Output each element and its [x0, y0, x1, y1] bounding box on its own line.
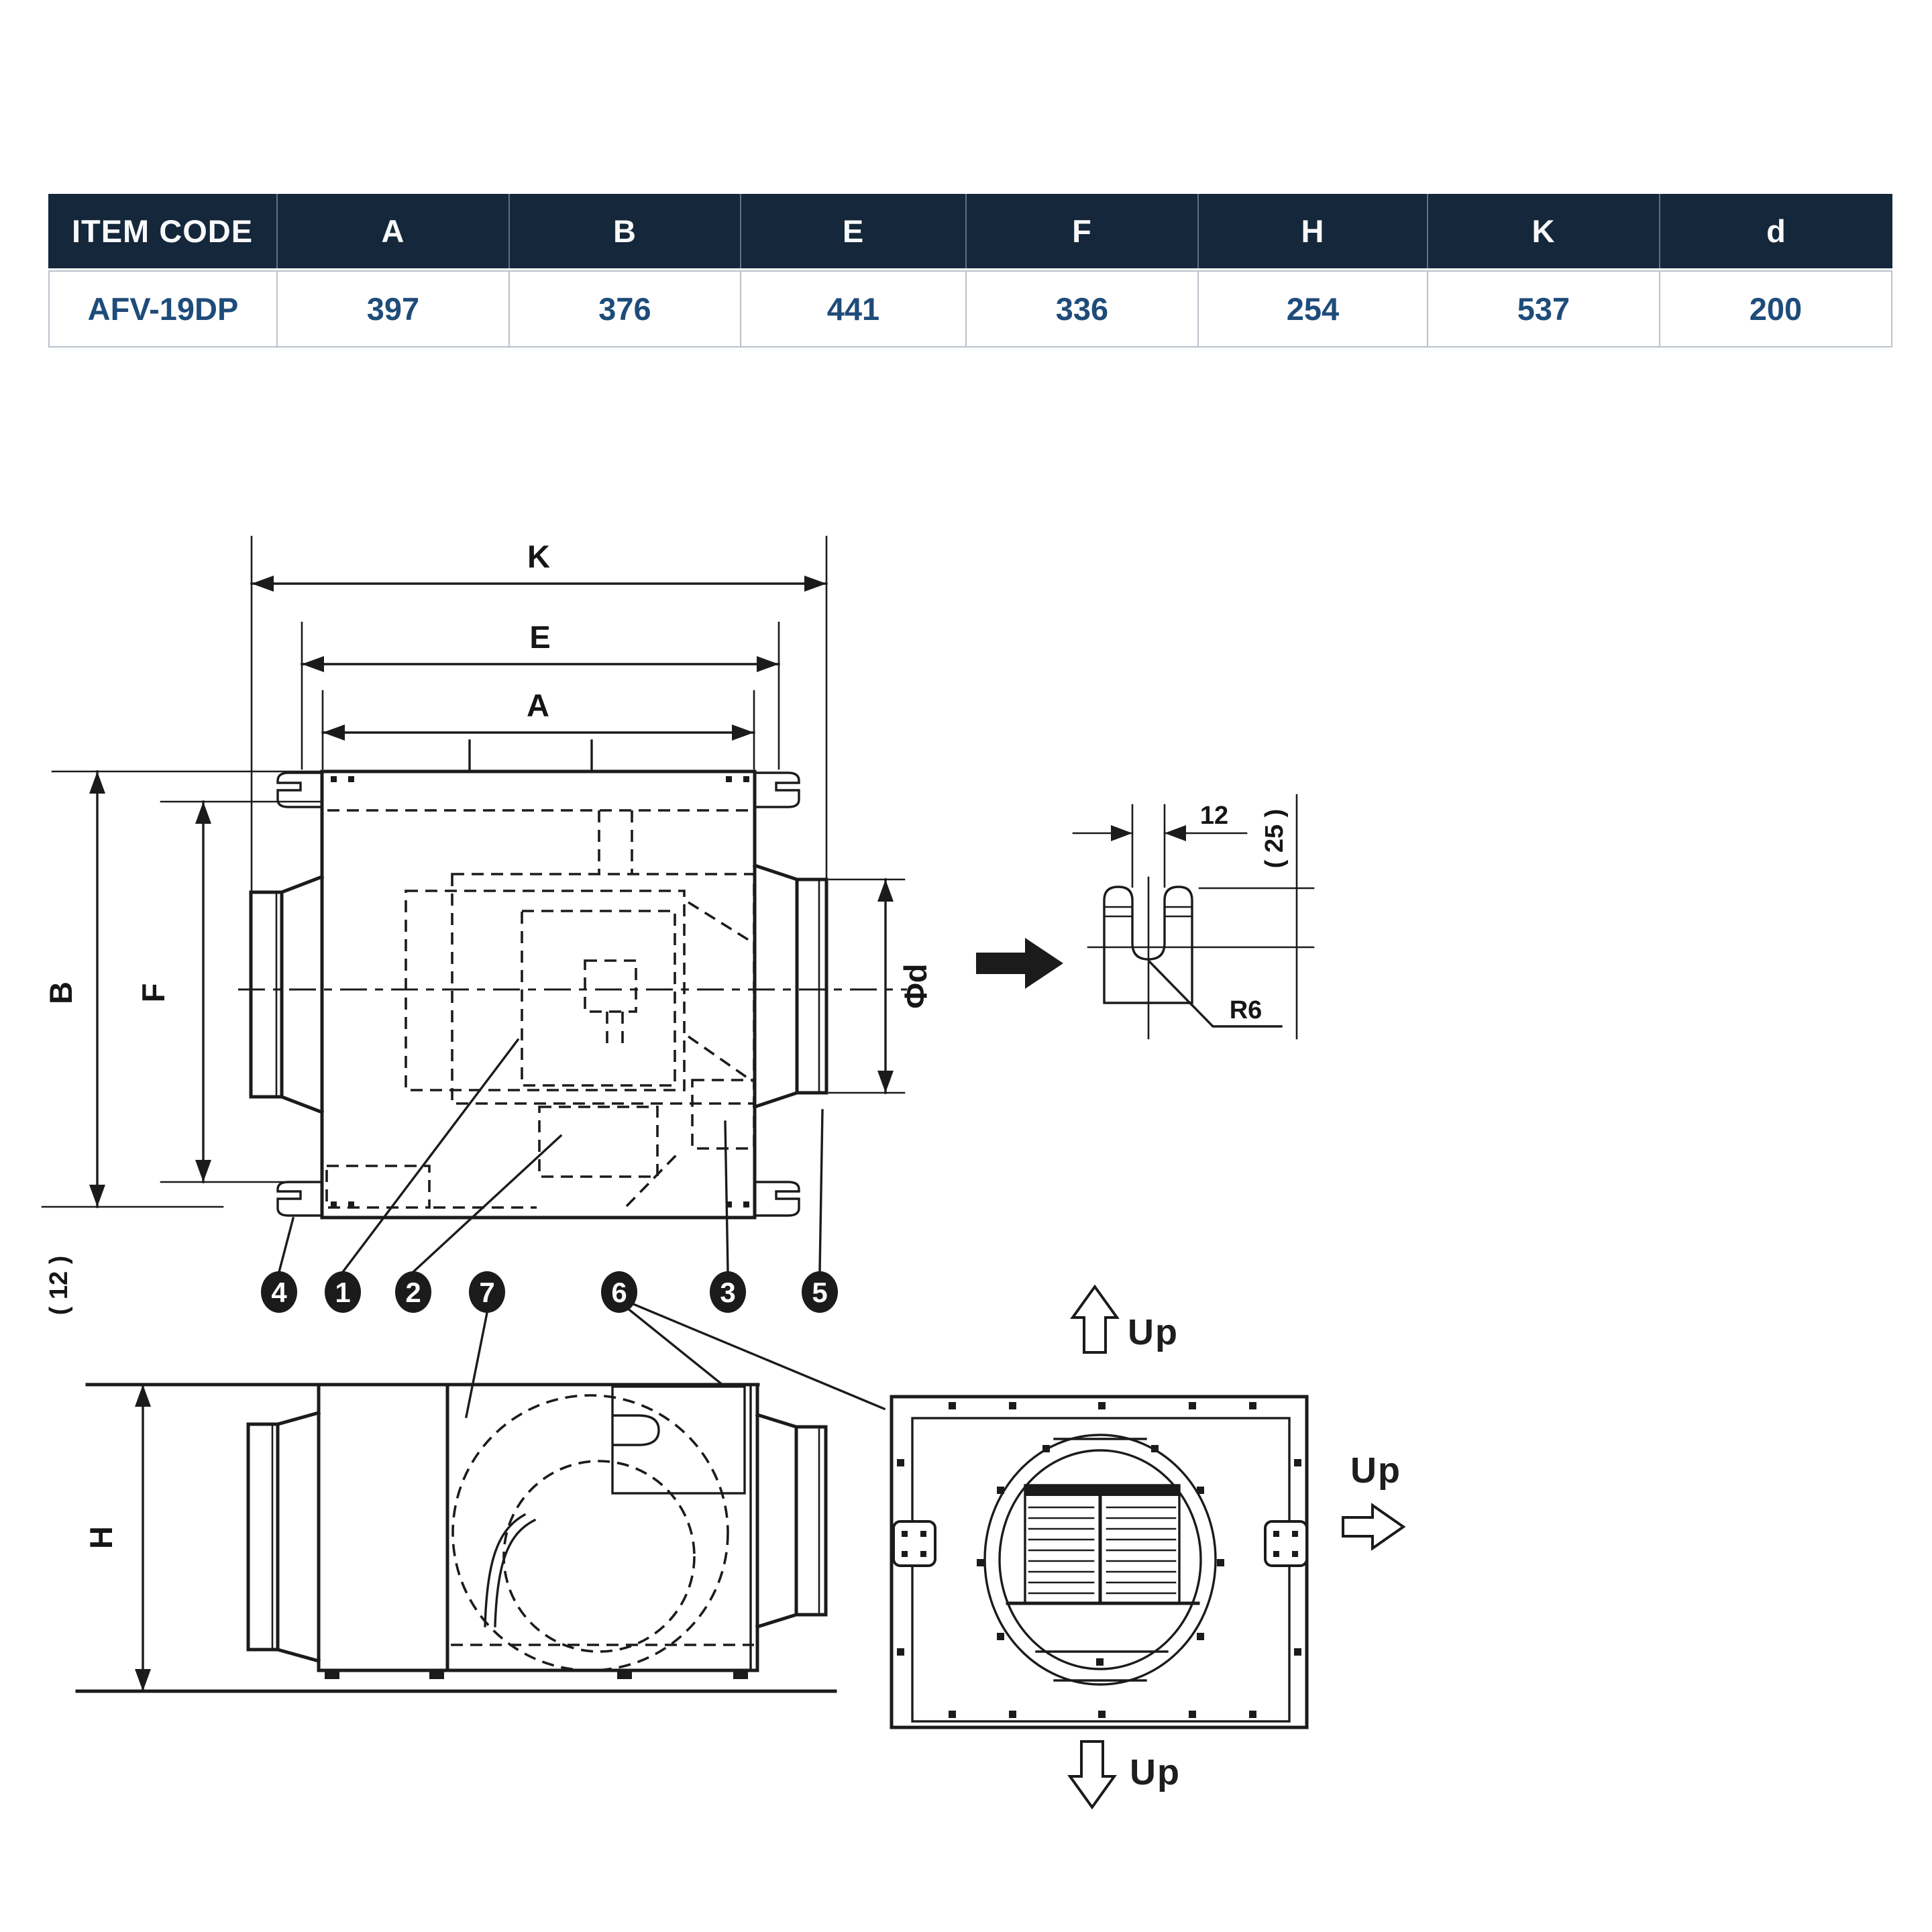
cell-d: 200	[1660, 270, 1892, 347]
up-arrow-right-icon	[1342, 1503, 1406, 1551]
up-arrow-bottom-icon	[1067, 1740, 1117, 1810]
detail-view: 12 ( 25 ) R6	[1072, 794, 1315, 1040]
dim-label-k: K	[527, 539, 550, 574]
col-header-k: K	[1428, 194, 1660, 268]
svg-text:3: 3	[720, 1277, 735, 1308]
motor-box	[611, 1385, 746, 1495]
motor-shaft-cutout	[612, 1414, 660, 1446]
front-view	[238, 739, 907, 1220]
callout-4: 4	[261, 1216, 297, 1313]
detail-dim-25: ( 25 )	[1260, 794, 1298, 1040]
dim-label-e: E	[529, 619, 550, 655]
spec-table-data-row: AFV-19DP 397 376 441 336 254 537 200	[48, 270, 1892, 347]
cell-b: 376	[510, 270, 741, 347]
inlet-ring-outer	[983, 1434, 1217, 1686]
louver-grille	[1006, 1484, 1200, 1653]
dim-phi-d: Φd	[828, 878, 933, 1094]
dim-label-b: B	[43, 981, 78, 1004]
dim-label-h: H	[83, 1526, 119, 1549]
callout-6: 6	[601, 1271, 886, 1411]
up-label-bottom: Up	[1130, 1752, 1181, 1792]
callout-5: 5	[802, 1109, 838, 1313]
hook-bottom-left	[276, 1181, 323, 1217]
feet	[325, 1670, 748, 1679]
col-header-f: F	[967, 194, 1199, 268]
svg-text:6: 6	[611, 1277, 627, 1308]
rear-view	[890, 1395, 1309, 1729]
dim-k: K	[250, 535, 828, 894]
svg-text:1: 1	[335, 1277, 350, 1308]
dim-a: A	[321, 688, 755, 770]
screw-dots	[897, 1402, 1301, 1718]
dim-label-ref-12: ( 12 )	[45, 1256, 73, 1316]
dim-label-phi-d: Φd	[898, 963, 933, 1008]
cell-k: 537	[1428, 270, 1660, 347]
callout-1: 1	[325, 1038, 520, 1313]
hook-top-left	[276, 771, 323, 808]
col-header-e: E	[741, 194, 967, 268]
spec-table-header-row: ITEM CODE A B E F H K d	[48, 194, 1892, 268]
col-header-h: H	[1199, 194, 1428, 268]
svg-text:2: 2	[405, 1277, 421, 1308]
col-header-a: A	[278, 194, 510, 268]
detail-label-r6: R6	[1230, 996, 1263, 1024]
cell-e: 441	[741, 270, 967, 347]
callout-3: 3	[710, 1120, 746, 1313]
cell-h: 254	[1199, 270, 1428, 347]
scroll-tongue	[484, 1513, 537, 1627]
detail-radius-r6: R6	[1148, 960, 1283, 1028]
inlet-collar-left	[249, 874, 325, 1115]
dim-e: E	[301, 619, 780, 770]
dim-h: H	[83, 1383, 151, 1693]
top-hanger-tabs	[468, 739, 593, 773]
fan-scroll-hidden	[451, 1394, 729, 1669]
callout-7: 7	[464, 1271, 505, 1419]
detail-label-12: 12	[1200, 802, 1228, 830]
zoom-arrow-icon	[976, 938, 1063, 989]
side-outlet-collar	[755, 1412, 828, 1629]
unit-body-outline	[320, 769, 757, 1220]
orientation-marks: Up Up Up	[1067, 1284, 1406, 1810]
inlet-ring-inner	[998, 1449, 1202, 1670]
terminal-box-hidden	[691, 1079, 755, 1150]
col-header-item-code: ITEM CODE	[48, 194, 278, 268]
up-label-top: Up	[1128, 1312, 1179, 1352]
svg-text:4: 4	[271, 1277, 287, 1308]
svg-text:5: 5	[812, 1277, 827, 1308]
col-header-b: B	[510, 194, 741, 268]
hook-bottom-right	[753, 1181, 800, 1217]
callout-2: 2	[395, 1134, 563, 1313]
spec-table: ITEM CODE A B E F H K d AFV-19DP 397 376…	[48, 194, 1892, 347]
up-label-right: Up	[1350, 1450, 1401, 1491]
rivet-dots	[331, 776, 749, 1208]
callouts: 4 1 2 7 6	[261, 1038, 886, 1419]
detail-dim-12: 12	[1072, 802, 1248, 841]
cell-item-code: AFV-19DP	[48, 270, 278, 347]
side-clips	[892, 1520, 1308, 1567]
dim-b: B	[41, 770, 323, 1208]
col-header-d: d	[1660, 194, 1892, 268]
outlet-collar-right	[752, 863, 828, 1110]
rear-frame-inner	[911, 1417, 1291, 1723]
dim-label-f: F	[136, 983, 171, 1003]
side-inlet-collar	[246, 1410, 321, 1664]
dim-label-a: A	[527, 688, 549, 723]
cell-f: 336	[967, 270, 1199, 347]
up-arrow-top-icon	[1070, 1284, 1120, 1354]
hook-top-right	[753, 771, 800, 808]
dim-f: F	[136, 800, 322, 1183]
svg-text:7: 7	[479, 1277, 494, 1308]
hidden-internals	[325, 809, 755, 1209]
cell-a: 397	[278, 270, 510, 347]
detail-label-25: ( 25 )	[1260, 809, 1289, 869]
side-view	[75, 1383, 837, 1693]
